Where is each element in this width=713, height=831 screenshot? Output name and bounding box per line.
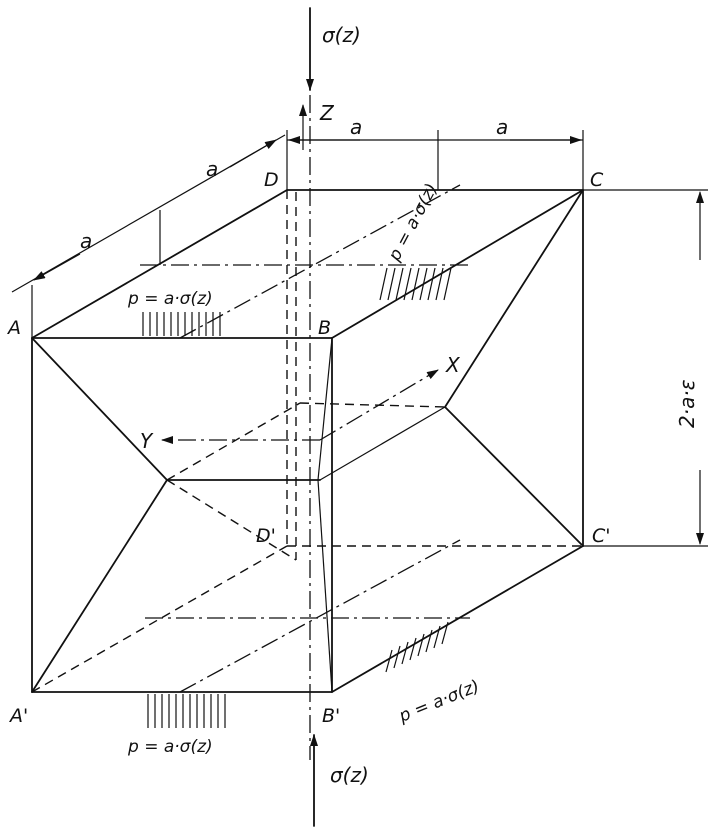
- point-label-a-prime: A': [8, 705, 28, 727]
- inner-edge-mid: [319, 406, 446, 481]
- centerline-top-diagonal: [179, 184, 461, 339]
- dim-arrow-left-lower: [33, 253, 81, 281]
- load-label-top-front: p = a·σ(z): [127, 289, 213, 309]
- point-label-a: A: [6, 317, 21, 339]
- dim-label-left-lower: a: [80, 229, 92, 253]
- inner-line-c: [444, 189, 584, 408]
- dimension-lines: a a a a 2·a·ε: [11, 115, 708, 547]
- load-bottom-right: [385, 621, 449, 673]
- point-label-c: C: [590, 169, 604, 191]
- axis-x-label: X: [445, 353, 461, 377]
- inner-hidden-lower: [166, 479, 297, 561]
- point-label-b: B: [318, 317, 331, 339]
- load-label-top-back: p = a·σ(z): [384, 180, 442, 265]
- dim-label-left-upper: a: [206, 157, 218, 181]
- load-label-bottom-right: p = a·σ(z): [395, 676, 482, 727]
- inner-line-a: [31, 337, 168, 481]
- inner-geometry: [31, 189, 584, 693]
- dim-label-top-left: a: [350, 115, 362, 139]
- inner-shear-b-prime: [317, 479, 333, 693]
- stress-arrows: σ(z) σ(z): [306, 7, 369, 827]
- centerline-bottom-diagonal: [179, 539, 461, 693]
- edge-bc-prime: [331, 545, 584, 693]
- axis-x-arrow: [319, 369, 439, 441]
- box-outline: [31, 189, 584, 693]
- point-labels: A B C D A' B' C' D': [6, 169, 611, 727]
- edge-bc: [331, 189, 584, 339]
- load-label-bottom-front: p = a·σ(z): [127, 737, 213, 757]
- axis-y-label: Y: [140, 429, 154, 453]
- inner-hidden-left: [166, 402, 301, 481]
- inner-line-c-prime: [444, 406, 584, 547]
- load-top-back: [379, 267, 452, 301]
- hidden-edge-ad-prime: [31, 545, 288, 693]
- center-lines: [140, 95, 470, 760]
- point-label-d-prime: D': [256, 525, 276, 547]
- inner-shear-b: [317, 337, 333, 481]
- dim-label-top-right: a: [496, 115, 508, 139]
- coordinate-axes: Y X Z: [140, 101, 461, 453]
- inner-hidden-top: [299, 402, 446, 408]
- inner-line-a-prime: [31, 479, 168, 693]
- point-label-c-prime: C': [592, 525, 611, 547]
- load-top-front: [142, 312, 221, 336]
- point-label-d: D: [264, 169, 279, 191]
- load-bottom-front: [147, 694, 226, 728]
- point-label-b-prime: B': [322, 705, 340, 727]
- stress-label-bottom: σ(z): [330, 763, 369, 787]
- dim-arrow-left-upper: [229, 139, 277, 168]
- axis-z-label: Z: [319, 101, 335, 125]
- stress-label-top: σ(z): [322, 23, 361, 47]
- dim-label-height: 2·a·ε: [675, 379, 699, 428]
